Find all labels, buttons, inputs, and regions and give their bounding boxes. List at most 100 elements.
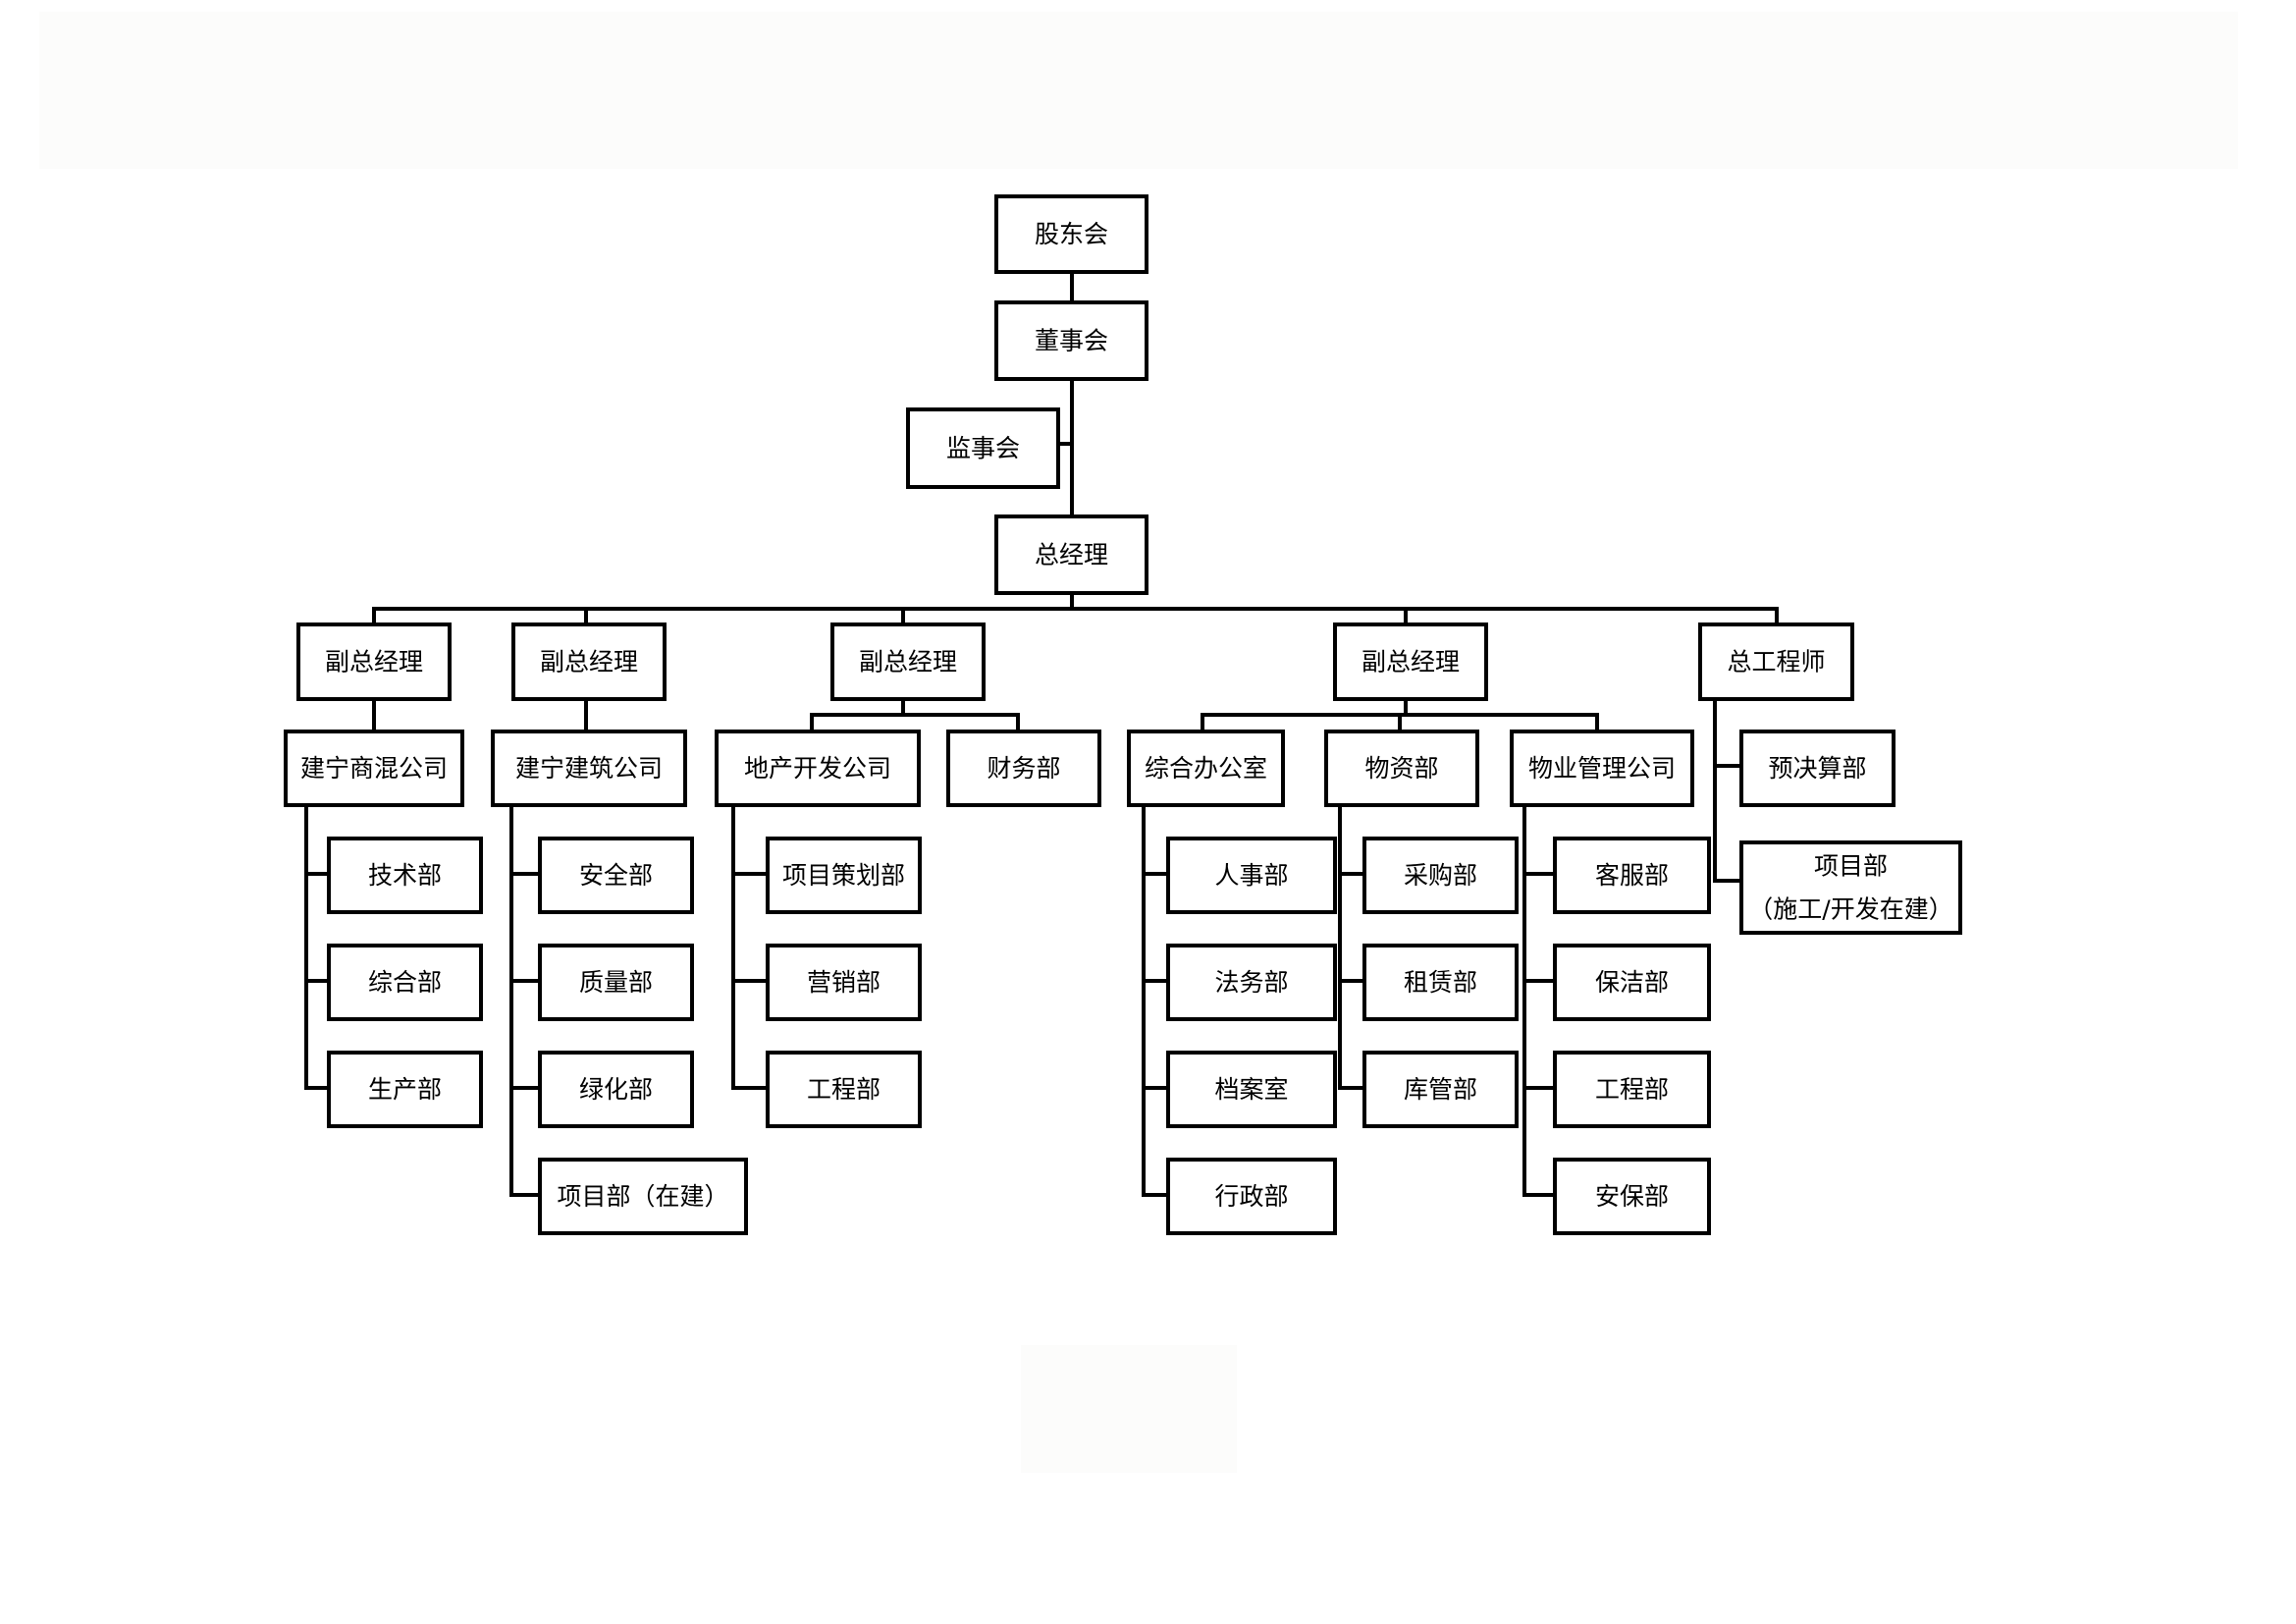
node-label: 绿化部 — [579, 1075, 653, 1104]
node-box — [327, 837, 483, 914]
node-label: 客服部 — [1595, 861, 1669, 890]
node-chief-engineer: 总工程师 — [1698, 623, 1854, 701]
node-label: 库管部 — [1404, 1075, 1477, 1104]
node-label: 建宁商混公司 — [300, 754, 448, 783]
node-box — [1510, 730, 1694, 807]
node-vp4: 副总经理 — [1333, 623, 1488, 701]
node-box — [830, 623, 986, 701]
node-label: 物业管理公司 — [1528, 754, 1676, 783]
node-property-engineering: 工程部 — [1553, 1051, 1711, 1128]
node-box — [284, 730, 464, 807]
node-property-co: 物业管理公司 — [1510, 730, 1694, 807]
node-label: 法务部 — [1214, 968, 1288, 997]
node-admin-office: 综合办公室 — [1127, 730, 1285, 807]
node-realestate-marketing: 营销部 — [766, 944, 922, 1021]
node-label: 项目策划部 — [782, 861, 905, 890]
node-label: 人事部 — [1214, 861, 1288, 890]
node-box — [1362, 837, 1519, 914]
node-label: 监事会 — [946, 434, 1020, 462]
node-box — [1553, 1158, 1711, 1235]
node-admin-legal: 法务部 — [1166, 944, 1337, 1021]
node-box — [538, 837, 694, 914]
node-box — [766, 944, 922, 1021]
node-box — [1127, 730, 1285, 807]
node-box — [1324, 730, 1479, 807]
node-label: 安全部 — [579, 861, 653, 890]
top-background-band — [39, 12, 2238, 169]
node-label: 副总经理 — [540, 648, 638, 677]
node-box — [1166, 1051, 1337, 1128]
node-box — [766, 1051, 922, 1128]
node-box — [327, 944, 483, 1021]
node-budget: 预决算部 — [1739, 730, 1896, 807]
node-label: 股东会 — [1035, 220, 1108, 248]
node-construction-project: 项目部（在建） — [538, 1158, 748, 1235]
node-materials-purchasing: 采购部 — [1362, 837, 1519, 914]
node-label: 项目部 — [1814, 852, 1888, 881]
node-realestate-co: 地产开发公司 — [715, 730, 921, 807]
node-label: 财务部 — [987, 754, 1060, 783]
node-concrete-co: 建宁商混公司 — [284, 730, 464, 807]
node-label: 建宁建筑公司 — [515, 754, 663, 783]
node-property-service: 客服部 — [1553, 837, 1711, 914]
node-box — [1166, 944, 1337, 1021]
node-admin-administration: 行政部 — [1166, 1158, 1337, 1235]
node-label: 行政部 — [1214, 1182, 1288, 1211]
node-gm: 总经理 — [994, 514, 1148, 595]
node-box — [1166, 837, 1337, 914]
node-vp1: 副总经理 — [296, 623, 452, 701]
bottom-background-patch — [1021, 1345, 1237, 1473]
node-realestate-engineering: 工程部 — [766, 1051, 922, 1128]
node-label: 工程部 — [807, 1075, 881, 1104]
node-materials: 物资部 — [1324, 730, 1479, 807]
node-label: 综合部 — [368, 968, 442, 997]
node-shareholders: 股东会 — [994, 194, 1148, 274]
node-label: 地产开发公司 — [744, 754, 891, 783]
node-concrete-tech: 技术部 — [327, 837, 483, 914]
node-materials-leasing: 租赁部 — [1362, 944, 1519, 1021]
node-label: （施工/开发在建） — [1748, 895, 1952, 924]
node-box — [994, 194, 1148, 274]
node-label: 综合办公室 — [1145, 754, 1267, 783]
node-box — [994, 514, 1148, 595]
node-box — [1362, 1051, 1519, 1128]
node-label: 安保部 — [1595, 1182, 1669, 1211]
node-box — [538, 1051, 694, 1128]
node-label: 董事会 — [1035, 327, 1108, 355]
node-project-dept: 项目部 （施工/开发在建） — [1739, 840, 1962, 935]
node-vp2: 副总经理 — [511, 623, 667, 701]
node-label: 质量部 — [579, 968, 653, 997]
node-concrete-production: 生产部 — [327, 1051, 483, 1128]
node-property-cleaning: 保洁部 — [1553, 944, 1711, 1021]
node-construction-co: 建宁建筑公司 — [491, 730, 687, 807]
node-label: 技术部 — [368, 861, 442, 890]
node-label: 营销部 — [807, 968, 881, 997]
node-construction-greening: 绿化部 — [538, 1051, 694, 1128]
node-box — [1698, 623, 1854, 701]
node-label: 保洁部 — [1595, 968, 1669, 997]
connector-lines — [304, 271, 1779, 1197]
node-label: 档案室 — [1214, 1075, 1288, 1104]
node-label: 物资部 — [1364, 754, 1438, 783]
node-label: 副总经理 — [859, 648, 957, 677]
node-box — [1553, 1051, 1711, 1128]
node-box — [1739, 730, 1896, 807]
node-box — [511, 623, 667, 701]
node-materials-warehouse: 库管部 — [1362, 1051, 1519, 1128]
node-box — [327, 1051, 483, 1128]
node-admin-archives: 档案室 — [1166, 1051, 1337, 1128]
node-box — [491, 730, 687, 807]
node-construction-safety: 安全部 — [538, 837, 694, 914]
node-supervisors: 监事会 — [906, 407, 1060, 489]
node-admin-hr: 人事部 — [1166, 837, 1337, 914]
node-box — [1739, 840, 1962, 935]
node-box — [1333, 623, 1488, 701]
node-label: 预决算部 — [1768, 754, 1866, 783]
node-box — [1553, 837, 1711, 914]
node-label: 采购部 — [1404, 861, 1477, 890]
node-box — [296, 623, 452, 701]
node-label: 项目部（在建） — [557, 1182, 728, 1211]
node-box — [946, 730, 1101, 807]
node-realestate-planning: 项目策划部 — [766, 837, 922, 914]
